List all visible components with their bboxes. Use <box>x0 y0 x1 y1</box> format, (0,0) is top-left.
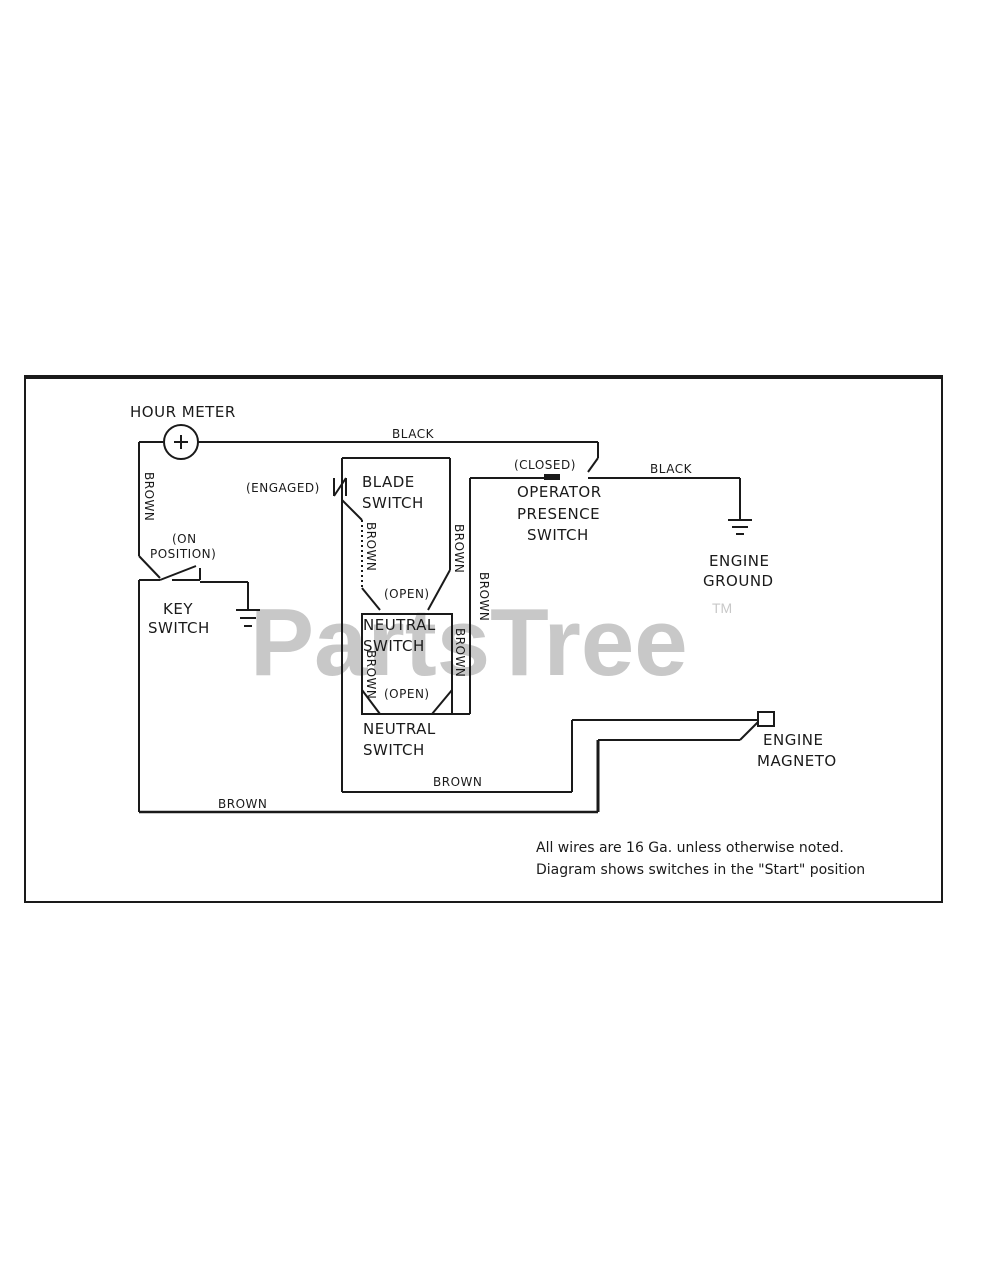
label-magneto-2: MAGNETO <box>757 752 837 770</box>
label-neutral-upper-1: NEUTRAL <box>363 616 436 634</box>
label-hour-meter: HOUR METER <box>130 403 236 421</box>
wires <box>138 441 759 814</box>
blade-switch-symbol-diag <box>333 477 347 497</box>
label-engine-ground-1: ENGINE <box>709 552 769 570</box>
label-operator-2: PRESENCE <box>517 505 600 523</box>
label-operator-1: OPERATOR <box>517 483 602 501</box>
wire-outer-magneto-angle <box>739 721 759 741</box>
label-blade-2: SWITCH <box>362 494 424 512</box>
operator-switch-lever <box>587 457 599 473</box>
wire-label-brown-right: BROWN <box>477 572 491 621</box>
key-ground-icon <box>236 609 260 627</box>
label-neutral-upper-2: SWITCH <box>363 637 425 655</box>
wire-blade-diag <box>341 499 363 521</box>
wire-label-brown-blade-left: BROWN <box>364 522 378 571</box>
wire-label-black-top: BLACK <box>392 427 435 441</box>
label-neutral-upper-state: (OPEN) <box>384 587 430 601</box>
engine-magneto-icon <box>757 711 775 727</box>
neutral-lower-contact-left <box>361 689 381 715</box>
wire-label-brown-blade-right: BROWN <box>452 524 466 573</box>
label-key-state-2: POSITION) <box>150 547 216 561</box>
label-operator-state: (CLOSED) <box>514 458 576 472</box>
wire-label-brown-neutral-left: BROWN <box>364 650 378 699</box>
wire-label-brown-outer: BROWN <box>218 797 267 811</box>
wire-blade-right-angle <box>427 569 451 611</box>
wire-label-brown-left: BROWN <box>142 472 156 521</box>
note-line-2: Diagram shows switches in the "Start" po… <box>536 862 865 878</box>
label-key-1: KEY <box>163 600 193 618</box>
label-blade-state: (ENGAGED) <box>246 481 320 495</box>
label-neutral-lower-state: (OPEN) <box>384 687 430 701</box>
diagram-frame <box>24 375 943 903</box>
note-line-1: All wires are 16 Ga. unless otherwise no… <box>536 840 844 856</box>
wire-key-feed <box>138 555 161 579</box>
label-key-state-1: (ON <box>172 532 197 546</box>
label-blade-1: BLADE <box>362 473 415 491</box>
label-engine-ground-2: GROUND <box>703 572 774 590</box>
neutral-switch-box <box>361 613 453 715</box>
label-neutral-lower-2: SWITCH <box>363 741 425 759</box>
watermark-text: PartsTree <box>250 589 688 696</box>
wire-blade-left-angle <box>361 587 381 611</box>
label-neutral-lower-1: NEUTRAL <box>363 720 436 738</box>
label-magneto-1: ENGINE <box>763 731 823 749</box>
key-switch-blade <box>159 565 197 581</box>
watermark-tm: TM <box>712 600 732 616</box>
neutral-lower-contact-right <box>431 689 453 715</box>
wire-label-black-right: BLACK <box>650 462 693 476</box>
label-operator-3: SWITCH <box>527 526 589 544</box>
engine-ground-icon <box>728 519 752 535</box>
operator-switch-contact <box>544 474 560 480</box>
wire-label-brown-neutral-right: BROWN <box>453 628 467 677</box>
wire-label-brown-inner: BROWN <box>433 775 482 789</box>
label-key-2: SWITCH <box>148 619 210 637</box>
